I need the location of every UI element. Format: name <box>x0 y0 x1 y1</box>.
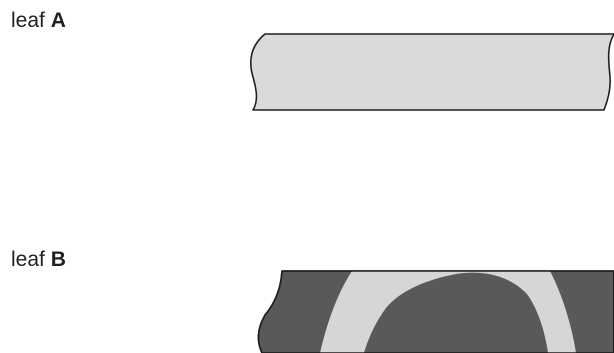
leaf-a-strip <box>251 34 614 110</box>
leaf-b-strip <box>258 271 614 353</box>
